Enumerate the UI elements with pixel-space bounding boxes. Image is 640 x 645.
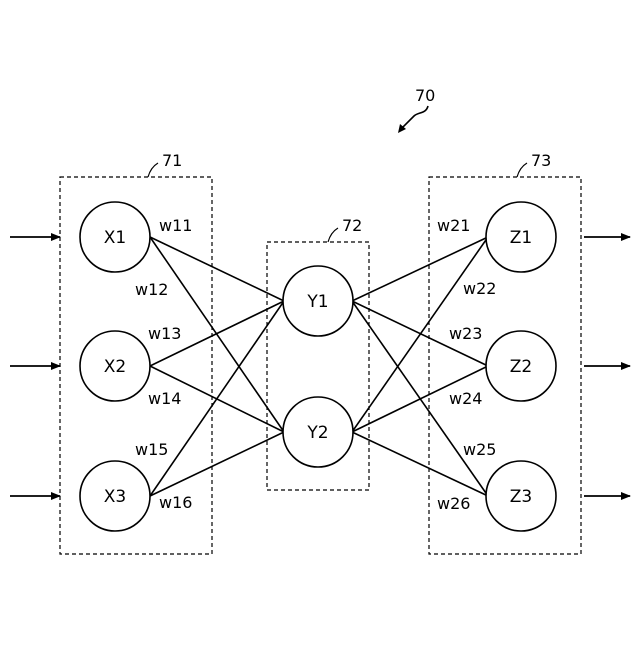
input-arrows [10,237,60,496]
weight-label-w22: w22 [463,279,496,298]
edge-x1-y1 [150,237,284,301]
node-label-y2: Y2 [306,423,328,443]
input-layer-ref-leader [148,163,158,177]
hidden-layer-ref-leader [328,228,338,242]
figure-ref-label: 70 [415,86,435,105]
node-label-z2: Z2 [510,357,532,377]
input-hidden-connections [150,237,284,496]
input-layer-ref: 71 [162,151,182,170]
node-label-x3: X3 [104,487,126,507]
output-layer-ref-leader [517,163,527,177]
weight-label-w13: w13 [148,324,181,343]
weight-label-w12: w12 [135,280,168,299]
weight-label-w24: w24 [449,389,482,408]
weight-label-w16: w16 [159,493,192,512]
hidden-layer-ref: 72 [342,216,362,235]
node-label-x2: X2 [104,357,126,377]
edge-x3-y2 [150,432,284,496]
weight-label-w15: w15 [135,440,168,459]
weight-label-w23: w23 [449,324,482,343]
weight-label-w11: w11 [159,216,192,235]
figure-ref-leader [400,106,428,130]
weight-label-w14: w14 [148,389,181,408]
node-label-z3: Z3 [510,487,532,507]
weight-label-w26: w26 [437,494,470,513]
node-label-y1: Y1 [306,292,328,312]
weight-label-w25: w25 [463,440,496,459]
output-layer-ref: 73 [531,151,551,170]
node-label-z1: Z1 [510,228,532,248]
output-arrows [584,237,630,496]
weight-label-w21: w21 [437,216,470,235]
node-label-x1: X1 [104,228,126,248]
